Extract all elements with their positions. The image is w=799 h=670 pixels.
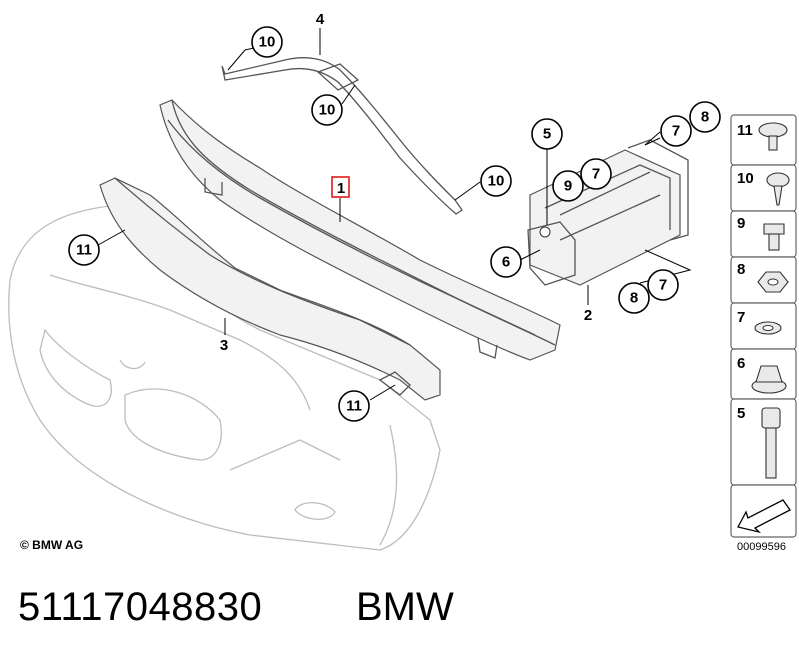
reference-code: 00099596 bbox=[737, 541, 786, 553]
svg-text:6: 6 bbox=[502, 254, 510, 271]
clip-icon bbox=[758, 122, 788, 138]
svg-text:6: 6 bbox=[737, 355, 745, 372]
screw-shank-icon bbox=[773, 185, 783, 206]
hardware-item-5: 5 bbox=[730, 398, 797, 486]
svg-text:7: 7 bbox=[659, 277, 667, 294]
svg-text:7: 7 bbox=[737, 309, 745, 326]
crash-box-part-2 bbox=[527, 137, 689, 286]
svg-text:11: 11 bbox=[346, 398, 362, 415]
leader-lines bbox=[97, 28, 692, 401]
svg-text:8: 8 bbox=[701, 109, 709, 126]
bumper-beam-part-1 bbox=[159, 99, 561, 361]
hardware-item-10: 10 bbox=[730, 164, 797, 212]
copyright-text: © BMW AG bbox=[20, 538, 84, 552]
svg-text:8: 8 bbox=[630, 290, 638, 307]
svg-text:10: 10 bbox=[319, 102, 336, 119]
callout-7-lower: 7 bbox=[647, 269, 679, 301]
callout-11-left: 11 bbox=[68, 234, 100, 266]
bracket-part-4 bbox=[221, 57, 463, 215]
hardware-item-9: 9 bbox=[730, 210, 797, 258]
svg-text:11: 11 bbox=[76, 242, 92, 259]
part-label-4: 4 bbox=[316, 11, 325, 28]
callout-7-upper: 7 bbox=[660, 115, 692, 147]
screw-head-icon bbox=[766, 172, 790, 188]
hardware-item-11: 11 bbox=[730, 114, 797, 166]
svg-text:10: 10 bbox=[488, 173, 505, 190]
hardware-item-7: 7 bbox=[730, 302, 797, 350]
svg-text:10: 10 bbox=[259, 34, 276, 51]
bolt-shank-icon bbox=[768, 233, 780, 251]
highlight-box bbox=[331, 176, 350, 198]
svg-text:11: 11 bbox=[737, 122, 753, 139]
callout-7-middle: 7 bbox=[580, 158, 612, 190]
part-label-1: 1 bbox=[337, 180, 345, 197]
hardware-item-8: 8 bbox=[730, 256, 797, 304]
svg-text:5: 5 bbox=[737, 405, 745, 422]
part-number: 51117048830 bbox=[18, 585, 263, 629]
hardware-panel: 11 10 9 8 7 6 bbox=[730, 114, 797, 538]
hardware-item-arrow bbox=[730, 484, 797, 538]
part-label-2: 2 bbox=[584, 307, 592, 324]
callout-8-lower: 8 bbox=[618, 282, 650, 314]
svg-text:9: 9 bbox=[564, 178, 572, 195]
part-labels: 4 1 3 2 bbox=[220, 11, 592, 354]
callout-10-top: 10 bbox=[251, 26, 283, 58]
clip-stem-icon bbox=[768, 135, 778, 151]
hardware-item-6: 6 bbox=[730, 348, 797, 400]
svg-text:8: 8 bbox=[737, 261, 745, 278]
callout-10-right: 10 bbox=[480, 165, 512, 197]
callouts: 10 10 10 5 7 8 7 9 bbox=[68, 26, 721, 422]
callout-10-mid: 10 bbox=[311, 94, 343, 126]
svg-text:7: 7 bbox=[672, 123, 680, 140]
cap-screw-shank-icon bbox=[765, 427, 777, 479]
brand-name: BMW bbox=[356, 585, 454, 629]
svg-text:5: 5 bbox=[543, 126, 551, 143]
flange-nut-icon bbox=[755, 365, 783, 383]
callout-8-upper: 8 bbox=[689, 101, 721, 133]
callout-9: 9 bbox=[552, 170, 584, 202]
part-label-3: 3 bbox=[220, 337, 228, 354]
direction-arrow-icon bbox=[737, 499, 791, 534]
svg-text:7: 7 bbox=[592, 166, 600, 183]
callout-5: 5 bbox=[531, 118, 563, 150]
callout-6: 6 bbox=[490, 246, 522, 278]
absorber-part-3 bbox=[99, 177, 441, 401]
callout-11-bottom: 11 bbox=[338, 390, 370, 422]
svg-text:9: 9 bbox=[737, 215, 745, 232]
bolt-head-icon bbox=[763, 223, 785, 235]
svg-text:10: 10 bbox=[737, 170, 754, 187]
cap-screw-head-icon bbox=[761, 407, 781, 429]
